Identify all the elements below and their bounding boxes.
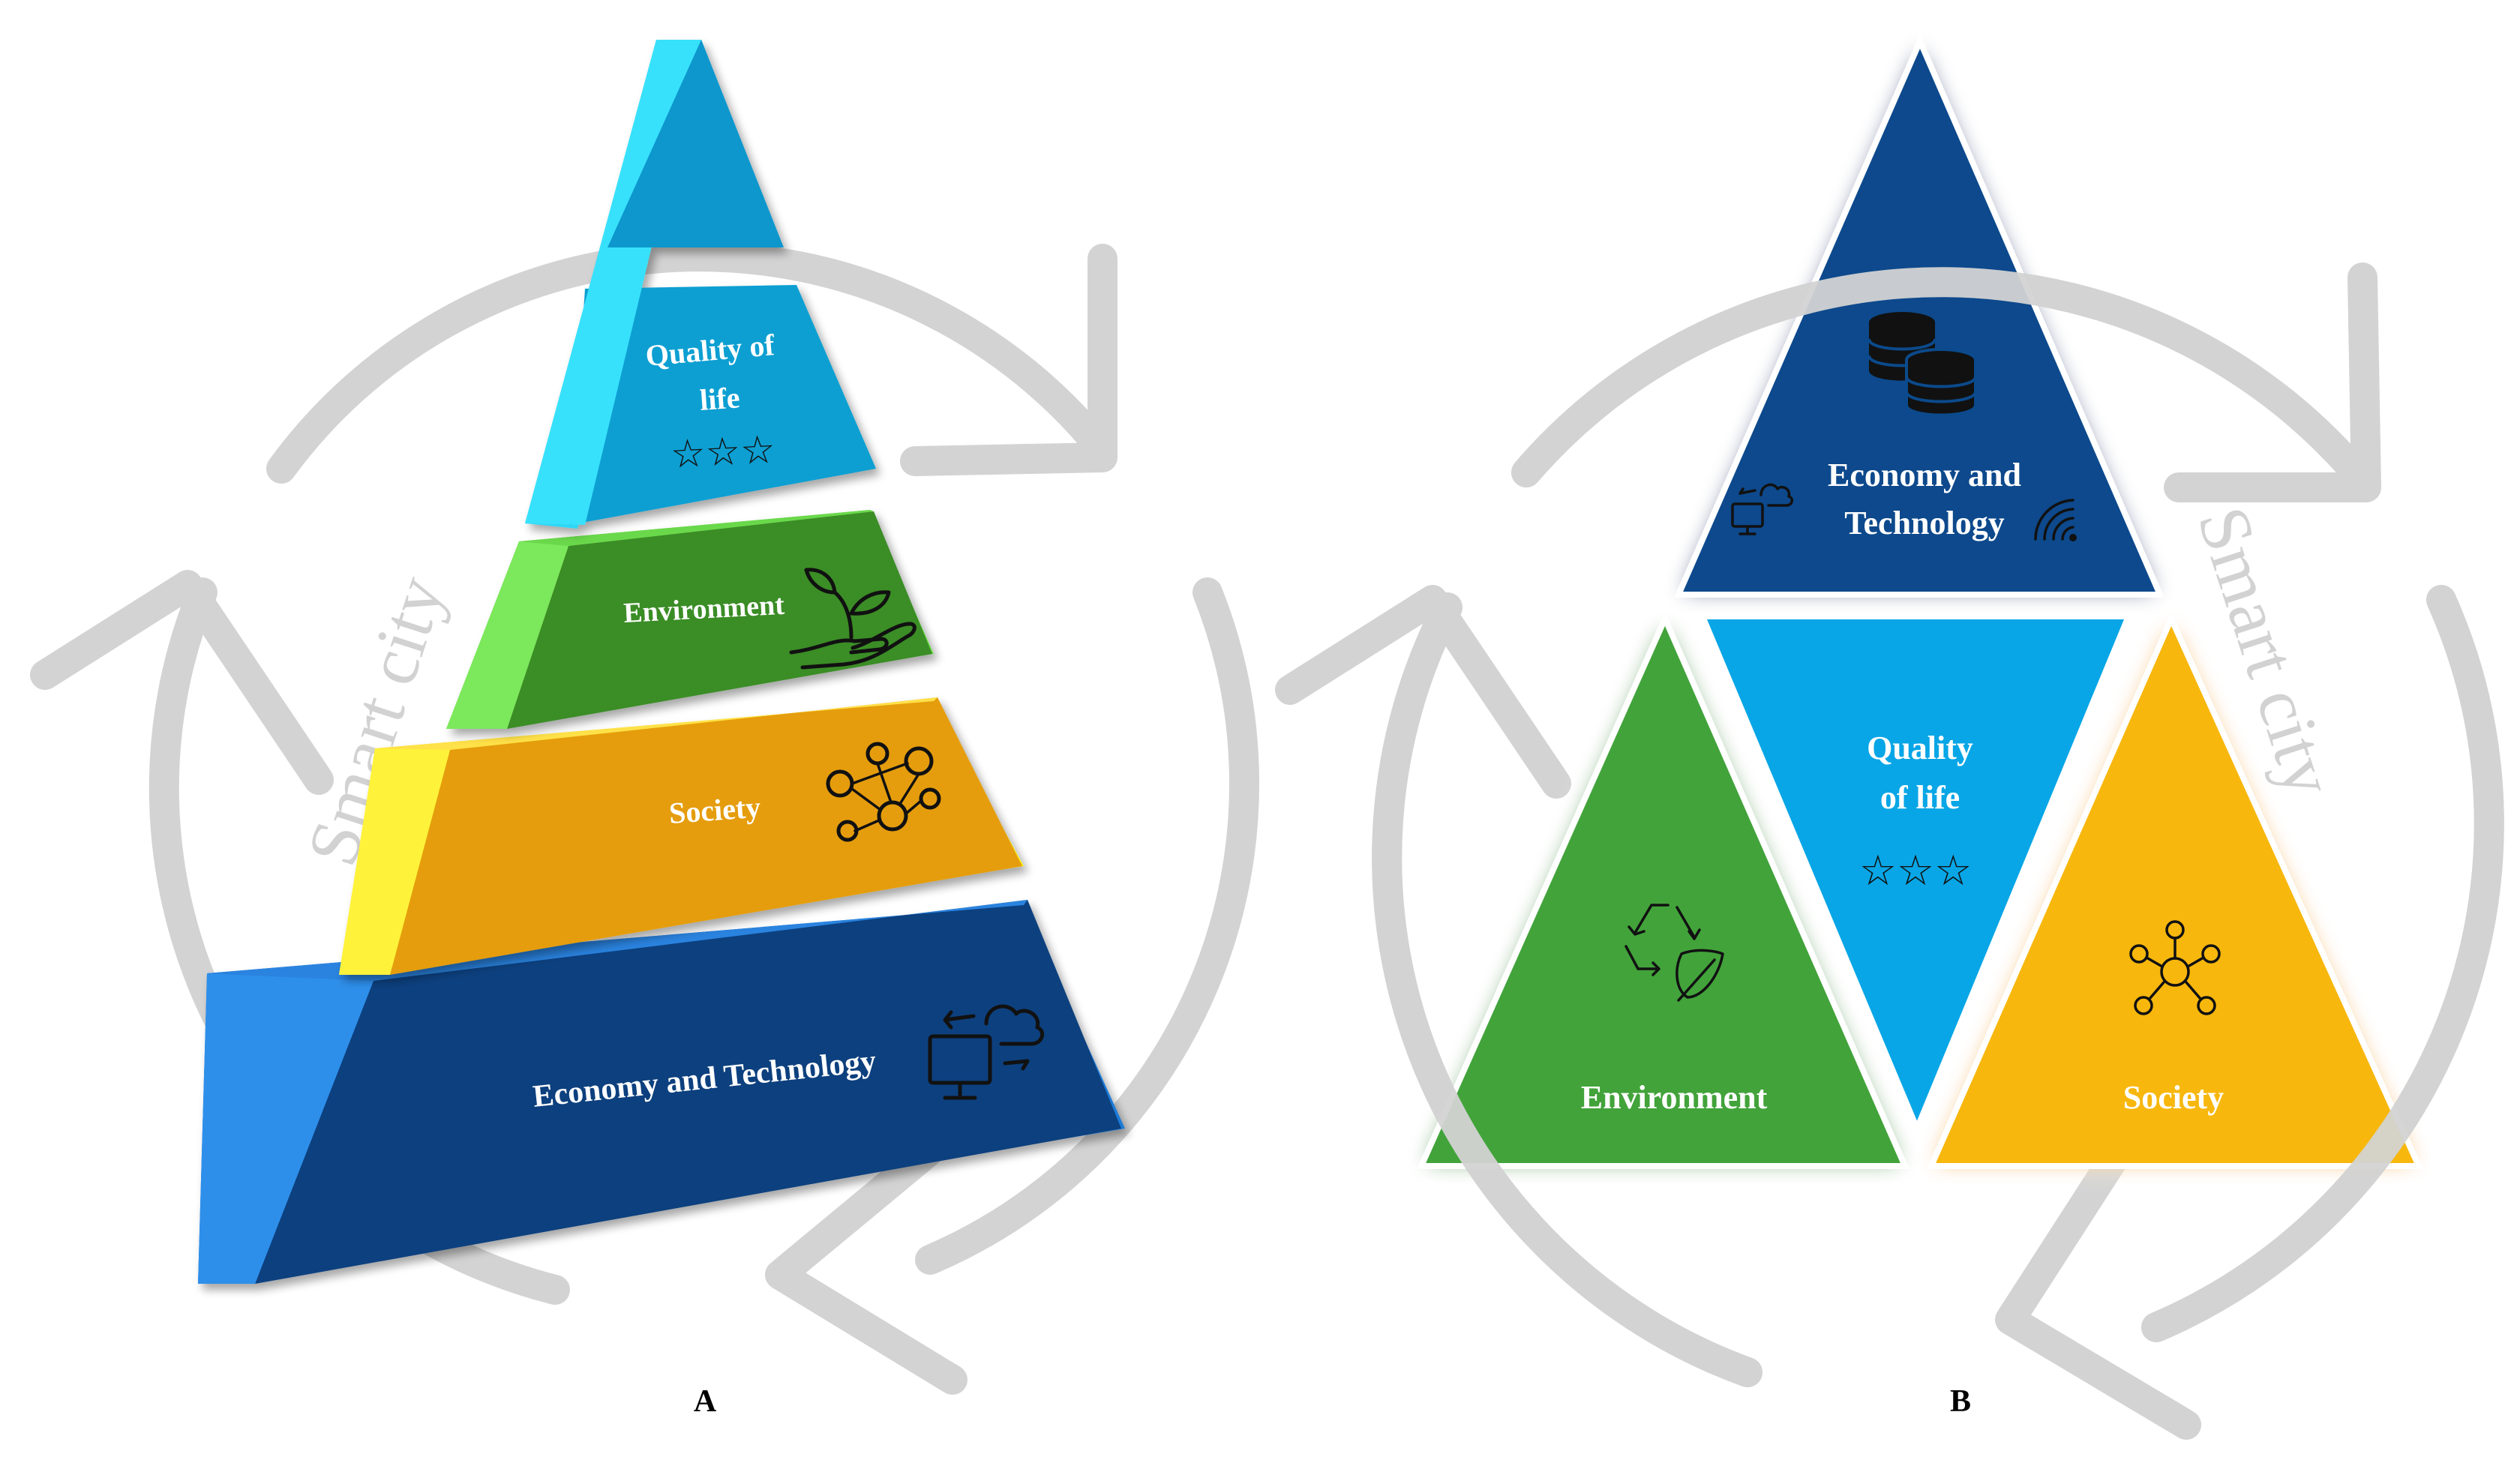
center-quality-label-line1: Quality: [1867, 730, 1973, 766]
computer-cloud-sync-icon: [1731, 483, 1793, 535]
coin-stacks-icon: [1868, 312, 1977, 417]
level-quality-label-line2: life: [698, 380, 740, 417]
top-economy-label-line1: Economy and: [1828, 457, 2021, 493]
left-environment-label: Environment: [1581, 1079, 1768, 1116]
cycle-arrow-top-icon: [266, 241, 1118, 484]
three-stars-icon: ☆☆☆: [1859, 847, 1972, 895]
computer-cloud-sync-icon: [928, 1004, 1045, 1100]
people-network-icon: [2129, 920, 2221, 1015]
level-economy-bevel: [198, 973, 374, 1284]
level-society-top-rim: [375, 697, 938, 750]
b-cycle-arrow-left-head-icon: [1275, 585, 1571, 799]
b-cycle-arrow-right-head-icon: [1995, 1136, 2201, 1440]
level-economy-face: [255, 900, 1121, 1284]
level-society-bevel: [339, 748, 450, 975]
level-quality-face-upper-fill: [608, 40, 784, 247]
level-environment-top-rim: [519, 510, 874, 546]
panel-b-caption: B: [1950, 1384, 1971, 1419]
center-quality-label-line2: of life: [1880, 779, 1960, 816]
panel-a-caption: A: [694, 1384, 717, 1419]
level-society-face: [390, 697, 1022, 975]
triangle-left-environment: [1416, 611, 1910, 1169]
level-environment-face: [507, 511, 932, 729]
panel-a: Smart city Economy and Technology Societ…: [30, 40, 1260, 1419]
pyramid-level-quality-of-life: [525, 40, 876, 529]
cycle-arrow-left-head-icon: [30, 570, 334, 795]
three-stars-icon: ☆☆☆: [670, 427, 777, 478]
recycle-leaf-icon: [1624, 904, 1724, 1002]
pyramid-level-environment: [446, 510, 934, 729]
panel-b-cycle-arrows-front: [1372, 267, 2504, 1387]
level-quality-face-lower: [570, 285, 876, 525]
right-society-label: Society: [2123, 1079, 2224, 1116]
top-economy-label-line2: Technology: [1844, 505, 2005, 541]
level-environment-bevel: [446, 541, 568, 729]
cycle-arrow-right-icon: [915, 577, 1260, 1275]
people-network-icon: [826, 742, 941, 842]
triangle-right-society: [1926, 611, 2424, 1169]
level-society-label: Society: [668, 790, 761, 830]
triangle-center-quality: [1697, 613, 2133, 1137]
panel-b: Smart city Economy and Technology Qual: [1275, 33, 2504, 1440]
cycle-arrow-top-head-icon: [900, 244, 1118, 476]
pyramid-level-society: [339, 697, 1024, 975]
wifi-signal-icon: [2034, 499, 2077, 541]
cycle-arrow-right-head-icon: [765, 1132, 968, 1395]
sprout-in-hand-icon: [789, 568, 916, 670]
